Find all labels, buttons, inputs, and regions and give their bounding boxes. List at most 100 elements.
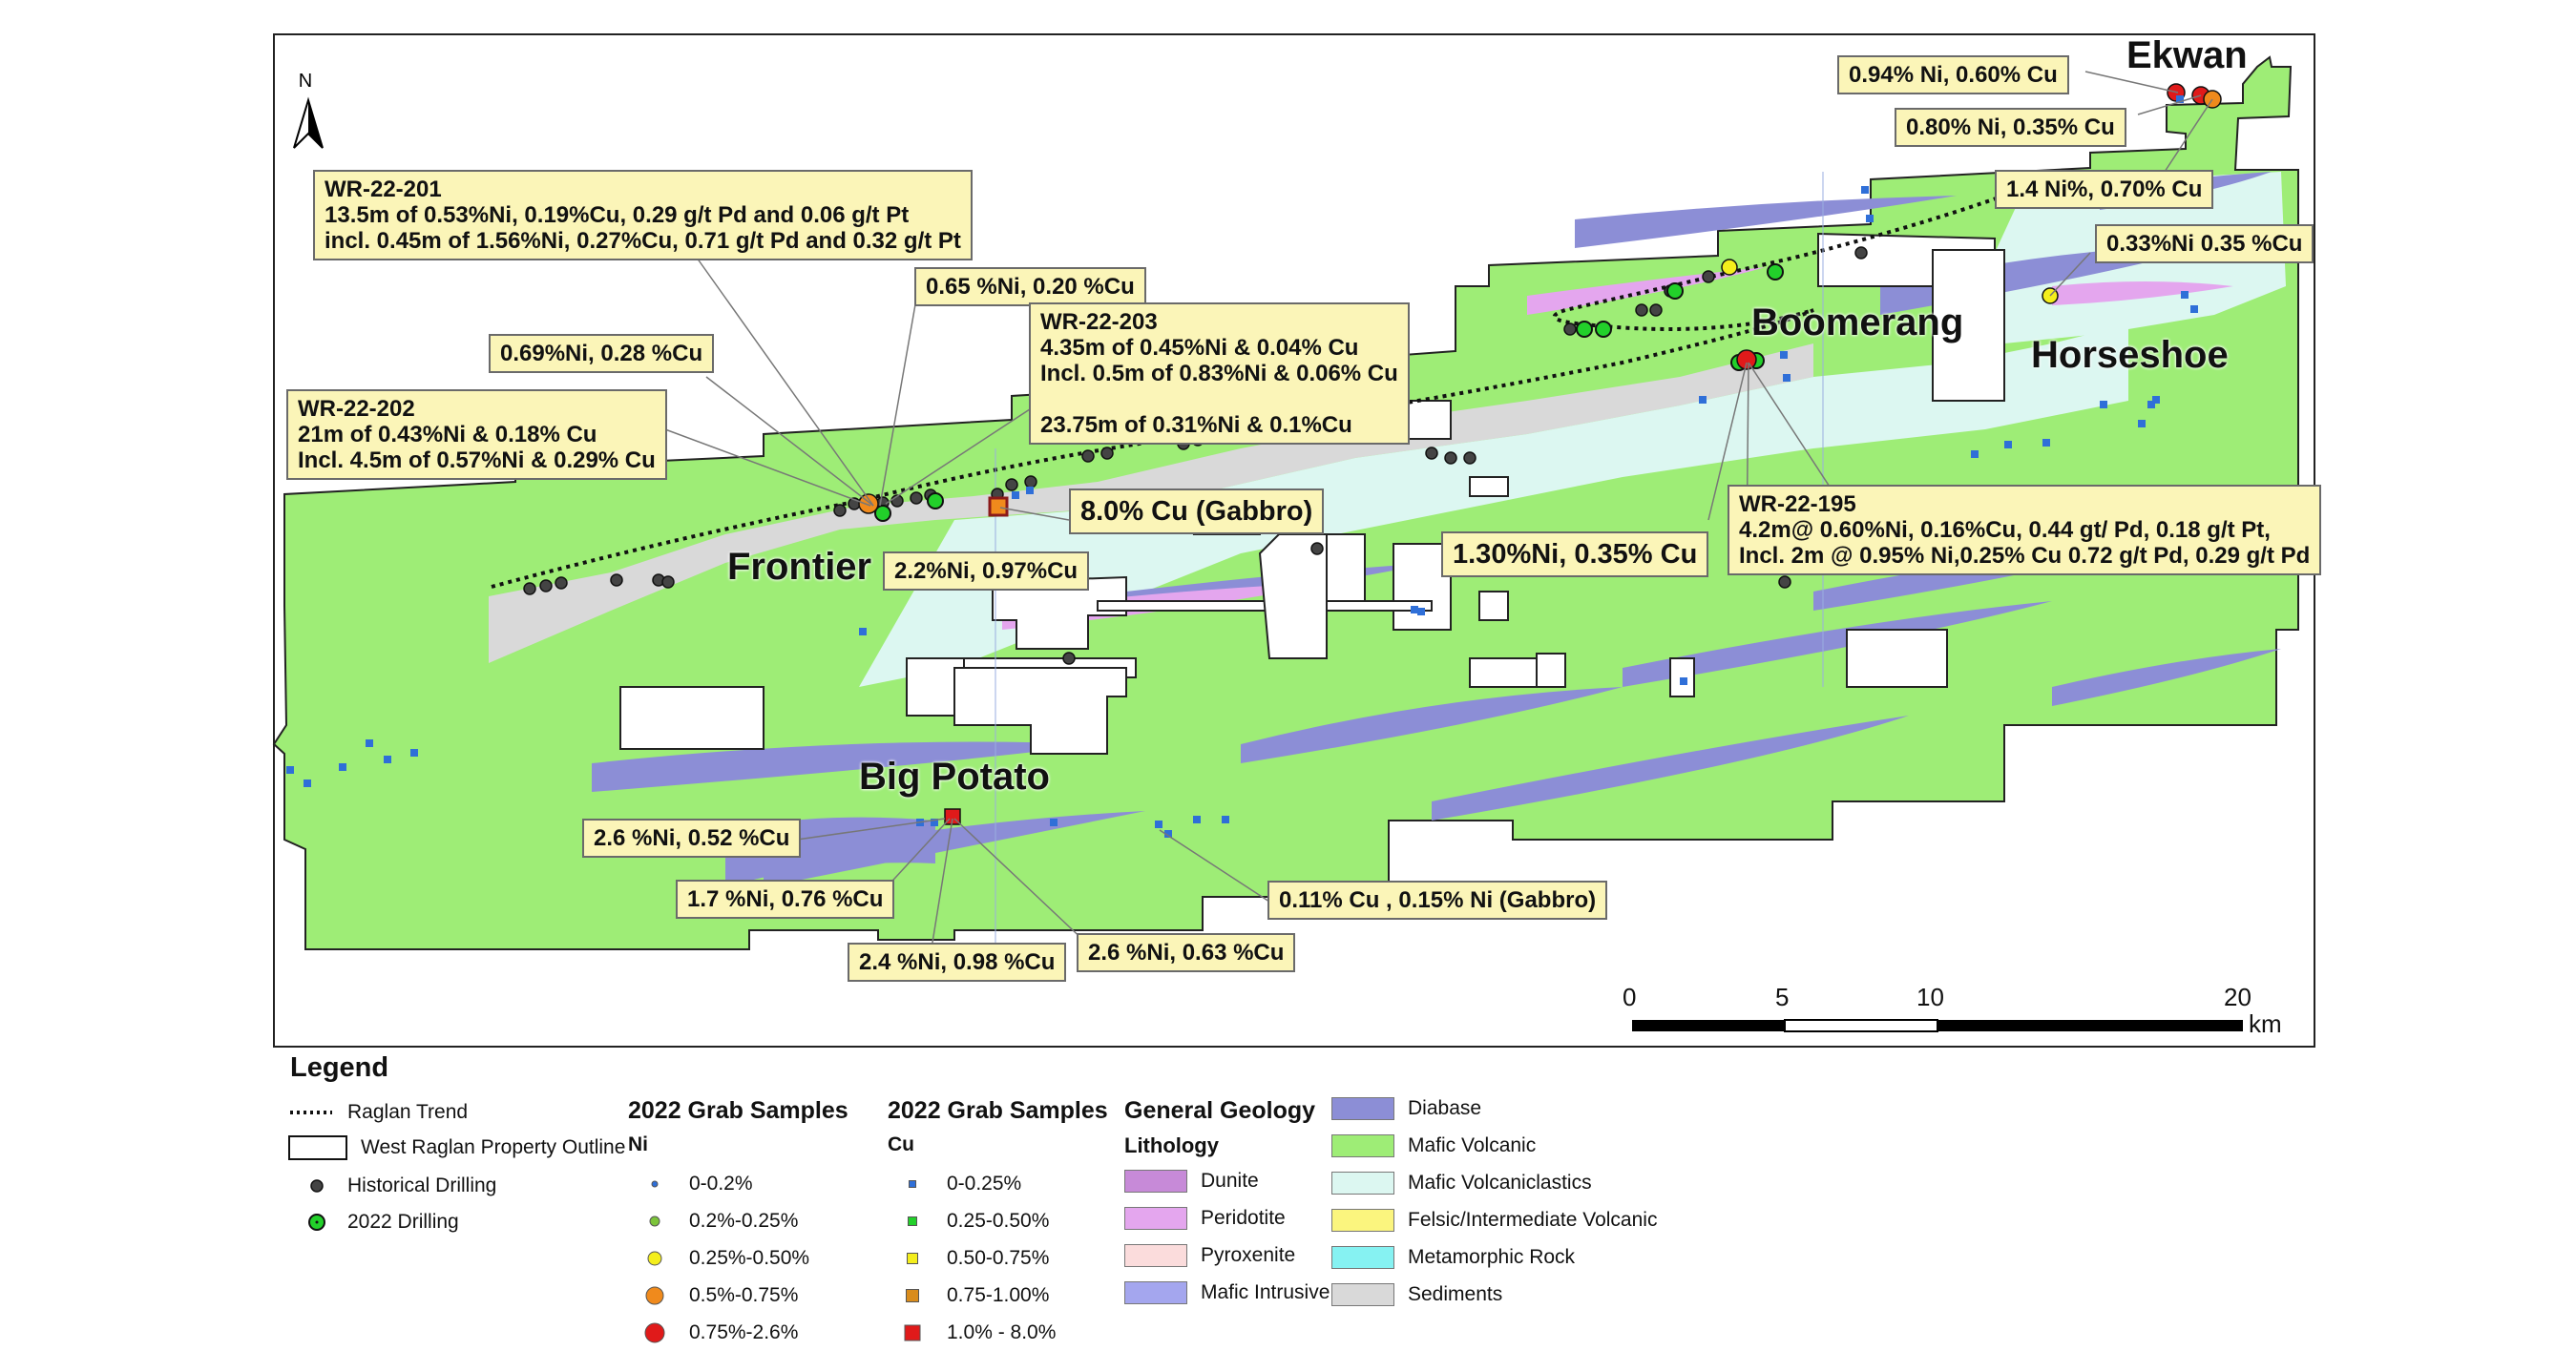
callout-cu-8: 8.0% Cu (Gabbro) xyxy=(1069,488,1325,534)
callout-ni-069: 0.69%Ni, 0.28 %Cu xyxy=(489,334,715,373)
legend-cu-item: 0-0.25% xyxy=(888,1172,1021,1196)
callout-line: Incl. 0.5m of 0.83%Ni & 0.06% Cu xyxy=(1040,361,1398,386)
callout-line: Incl. 4.5m of 0.57%Ni & 0.29% Cu xyxy=(298,447,656,473)
place-ekwan: Ekwan xyxy=(2126,34,2248,76)
legend-label: Mafic Volcanic xyxy=(1408,1134,1537,1156)
scale-tick-5: 5 xyxy=(1775,983,1790,1011)
legend-label: 1.0% - 8.0% xyxy=(947,1321,1057,1343)
callout-wr-22-202: WR-22-202 21m of 0.43%Ni & 0.18% Cu Incl… xyxy=(286,389,667,480)
outline-box-icon xyxy=(288,1135,347,1160)
scale-bar xyxy=(1632,1019,2243,1032)
legend-label: 0.5%-0.75% xyxy=(689,1284,799,1306)
legend-ni-item: 0.25%-0.50% xyxy=(630,1246,809,1271)
callout-line: 4.2m@ 0.60%Ni, 0.16%Cu, 0.44 gt/ Pd, 0.1… xyxy=(1739,517,2271,543)
color-swatch xyxy=(1331,1172,1394,1195)
callout-wr-22-195: WR-22-195 4.2m@ 0.60%Ni, 0.16%Cu, 0.44 g… xyxy=(1728,485,2322,575)
legend-ni-sub: Ni xyxy=(628,1133,648,1155)
cu-square-icon xyxy=(888,1320,933,1345)
callout-line: Incl. 2m @ 0.95% Ni,0.25% Cu 0.72 g/t Pd… xyxy=(1739,543,2311,569)
legend-label: Raglan Trend xyxy=(347,1101,469,1123)
legend-cu-item: 0.50-0.75% xyxy=(888,1246,1049,1271)
place-boomerang: Boomerang xyxy=(1751,301,1964,343)
legend-label: Metamorphic Rock xyxy=(1408,1246,1576,1268)
callout-ni-14: 1.4 Ni%, 0.70% Cu xyxy=(1995,170,2214,209)
legend-label: 0-0.25% xyxy=(947,1173,1022,1195)
legend-title: Legend xyxy=(290,1052,389,1083)
ni-circle-icon xyxy=(630,1246,676,1271)
legend-label: Peridotite xyxy=(1201,1207,1286,1229)
color-swatch xyxy=(1124,1244,1187,1267)
legend-label: 0.75-1.00% xyxy=(947,1284,1050,1306)
callout-ni-26a: 2.6 %Ni, 0.52 %Cu xyxy=(582,819,802,858)
place-frontier: Frontier xyxy=(727,546,872,588)
volcaniclastics-area xyxy=(859,324,2128,687)
legend-cu-heading: 2022 Grab Samples xyxy=(888,1097,1108,1124)
legend-label: Historical Drilling xyxy=(347,1174,497,1196)
callout-line: WR-22-201 xyxy=(325,177,442,202)
callout-ni-080: 0.80% Ni, 0.35% Cu xyxy=(1895,108,2126,147)
legend-label: West Raglan Property Outline xyxy=(361,1136,626,1158)
callout-ni-24: 2.4 %Ni, 0.98 %Cu xyxy=(848,943,1067,982)
legend-geology-item: Pyroxenite xyxy=(1124,1244,1295,1267)
callout-ni-065: 0.65 %Ni, 0.20 %Cu xyxy=(914,267,1146,306)
color-swatch xyxy=(1124,1281,1187,1304)
ni-circle-icon xyxy=(630,1209,676,1234)
scale-tick-10: 10 xyxy=(1916,983,1944,1011)
legend-historical-drilling: Historical Drilling xyxy=(288,1174,496,1198)
green-dot-icon xyxy=(288,1210,334,1235)
dotted-line-icon xyxy=(288,1100,334,1125)
legend-ni-item: 0.2%-0.25% xyxy=(630,1209,798,1234)
legend-geology-item: Felsic/Intermediate Volcanic xyxy=(1331,1209,1657,1232)
color-swatch xyxy=(1124,1207,1187,1230)
callout-ni-094: 0.94% Ni, 0.60% Cu xyxy=(1837,55,2069,94)
callout-line: WR-22-202 xyxy=(298,396,415,422)
callout-ni-033: 0.33%Ni 0.35 %Cu xyxy=(2095,224,2314,263)
legend-label: 0-0.2% xyxy=(689,1173,753,1195)
scale-unit: km xyxy=(2249,1009,2282,1038)
north-arrow-icon xyxy=(293,96,324,149)
callout-wr-22-201: WR-22-201 13.5m of 0.53%Ni, 0.19%Cu, 0.2… xyxy=(313,170,973,260)
callout-cu-011: 0.11% Cu , 0.15% Ni (Gabbro) xyxy=(1267,881,1608,920)
place-horseshoe: Horseshoe xyxy=(2031,334,2229,376)
cu-square-icon xyxy=(888,1283,933,1308)
legend-cu-item: 0.25-0.50% xyxy=(888,1209,1049,1234)
legend-geology-item: Mafic Intrusive xyxy=(1124,1281,1330,1304)
callout-ni-130: 1.30%Ni, 0.35% Cu xyxy=(1441,531,1709,577)
legend-label: 0.25-0.50% xyxy=(947,1210,1050,1232)
callout-line: 23.75m of 0.31%Ni & 0.1%Cu xyxy=(1040,412,1352,438)
legend-label: 0.50-0.75% xyxy=(947,1247,1050,1269)
legend-geology-item: Mafic Volcaniclastics xyxy=(1331,1172,1592,1195)
grey-dot-icon xyxy=(288,1174,334,1198)
legend-geology-item: Dunite xyxy=(1124,1170,1259,1193)
legend-ni-item: 0.75%-2.6% xyxy=(630,1320,798,1345)
legend-raglan-trend: Raglan Trend xyxy=(288,1100,468,1125)
legend-property-outline: West Raglan Property Outline xyxy=(288,1135,625,1160)
north-label: N xyxy=(298,71,313,92)
legend-label: 0.75%-2.6% xyxy=(689,1321,799,1343)
legend-label: Felsic/Intermediate Volcanic xyxy=(1408,1209,1658,1231)
callout-line: 21m of 0.43%Ni & 0.18% Cu xyxy=(298,422,597,447)
legend-cu-item: 0.75-1.00% xyxy=(888,1283,1049,1308)
legend-lithology-sub: Lithology xyxy=(1124,1133,1219,1157)
legend-2022-drilling: 2022 Drilling xyxy=(288,1210,459,1235)
callout-line xyxy=(1040,386,1398,412)
legend-label: Mafic Intrusive xyxy=(1201,1281,1330,1303)
ni-circle-icon xyxy=(630,1283,676,1308)
legend-ni-heading: 2022 Grab Samples xyxy=(628,1097,848,1124)
callout-ni-26b: 2.6 %Ni, 0.63 %Cu xyxy=(1077,933,1296,972)
color-swatch xyxy=(1331,1097,1394,1120)
cu-square-icon xyxy=(888,1209,933,1234)
legend-geology-item: Diabase xyxy=(1331,1097,1481,1120)
scale-tick-0: 0 xyxy=(1623,983,1637,1011)
cu-square-icon xyxy=(888,1172,933,1196)
ni-circle-icon xyxy=(630,1172,676,1196)
legend-label: 2022 Drilling xyxy=(347,1211,459,1233)
legend-geology-item: Mafic Volcanic xyxy=(1331,1134,1536,1157)
big-potato-gap xyxy=(953,667,1127,755)
callout-ni-17: 1.7 %Ni, 0.76 %Cu xyxy=(676,880,895,919)
color-swatch xyxy=(1124,1170,1187,1193)
legend-label: Dunite xyxy=(1201,1170,1259,1192)
legend-ni-item: 0-0.2% xyxy=(630,1172,753,1196)
place-big-potato: Big Potato xyxy=(859,756,1050,798)
color-swatch xyxy=(1331,1283,1394,1306)
